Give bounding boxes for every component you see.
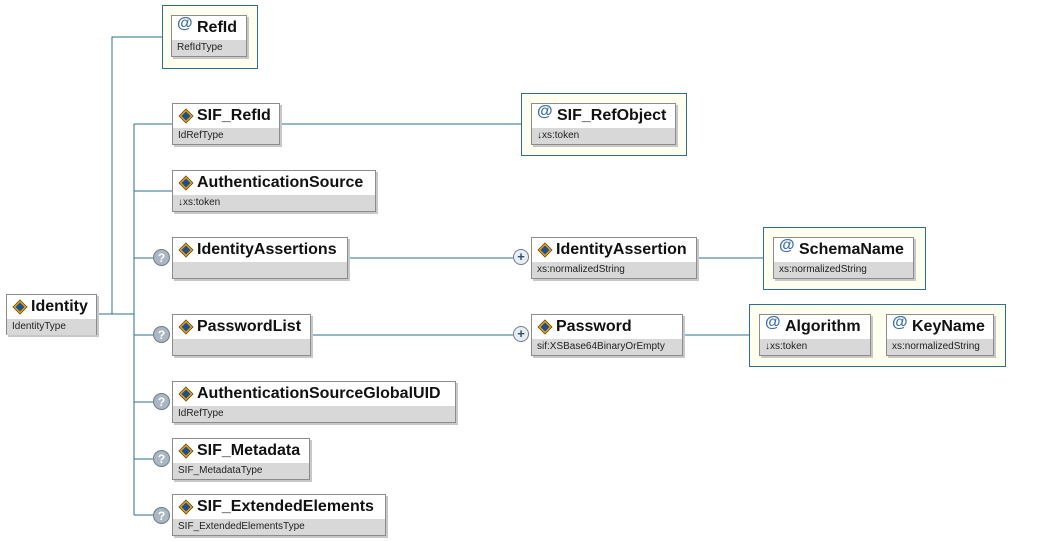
attribute-type: xs:normalizedString: [774, 262, 913, 278]
element-diamond-icon: [178, 319, 194, 335]
at-sign-icon: @: [779, 237, 795, 254]
at-sign-icon: @: [537, 103, 553, 120]
element-diamond-icon: [178, 443, 194, 459]
attribute-keyname[interactable]: @KeyName xs:normalizedString: [886, 314, 994, 356]
element-name: Identity: [31, 298, 88, 315]
element-authentication-source[interactable]: AuthenticationSource ↓xs:token: [172, 170, 376, 212]
attribute-name: RefId: [197, 19, 237, 36]
element-diamond-icon: [12, 299, 28, 315]
element-type: ↓xs:token: [173, 195, 375, 211]
attribute-name: SIF_RefObject: [557, 107, 667, 124]
at-sign-icon: @: [892, 314, 908, 331]
element-authentication-source-global-uid[interactable]: AuthenticationSourceGlobalUID IdRefType: [172, 381, 456, 423]
optional-badge-icon: ?: [153, 326, 170, 343]
attribute-type: ↓xs:token: [760, 339, 870, 355]
attribute-refid[interactable]: @RefId RefIdType: [171, 15, 247, 57]
element-identity-assertion[interactable]: IdentityAssertion xs:normalizedString: [531, 237, 697, 279]
element-sif-refid[interactable]: SIF_RefId IdRefType: [172, 103, 280, 145]
element-type: xs:normalizedString: [532, 262, 696, 278]
attribute-algorithm[interactable]: @Algorithm ↓xs:token: [759, 314, 871, 356]
attribute-type: ↓xs:token: [532, 128, 675, 144]
attribute-sif-refobject[interactable]: @SIF_RefObject ↓xs:token: [531, 103, 676, 145]
element-diamond-icon: [178, 242, 194, 258]
element-diamond-icon: [178, 108, 194, 124]
element-name: SIF_RefId: [197, 107, 271, 124]
element-diamond-icon: [537, 319, 553, 335]
attribute-name: SchemaName: [799, 241, 904, 258]
root-element-identity[interactable]: Identity IdentityType: [6, 294, 97, 335]
optional-badge-icon: ?: [153, 249, 170, 266]
optional-badge-icon: ?: [153, 393, 170, 410]
element-name: PasswordList: [197, 318, 302, 335]
element-name: SIF_Metadata: [197, 442, 301, 459]
optional-badge-icon: ?: [153, 450, 170, 467]
element-sif-extended-elements[interactable]: SIF_ExtendedElements SIF_ExtendedElement…: [172, 494, 386, 536]
element-type: IdRefType: [173, 406, 455, 422]
element-type: SIF_MetadataType: [173, 463, 309, 479]
expand-plus-icon[interactable]: +: [513, 249, 529, 265]
expand-plus-icon[interactable]: +: [513, 326, 529, 342]
element-name: IdentityAssertion: [556, 241, 687, 258]
attribute-name: KeyName: [912, 318, 985, 335]
element-diamond-icon: [178, 175, 194, 191]
attribute-name: Algorithm: [785, 318, 861, 335]
element-type: IdRefType: [173, 128, 279, 144]
attribute-type: RefIdType: [172, 40, 246, 56]
element-name: Password: [556, 318, 632, 335]
element-password[interactable]: Password sif:XSBase64BinaryOrEmpty: [531, 314, 683, 356]
element-type: SIF_ExtendedElementsType: [173, 519, 385, 535]
element-name: SIF_ExtendedElements: [197, 498, 374, 515]
element-diamond-icon: [537, 242, 553, 258]
element-name: AuthenticationSourceGlobalUID: [197, 385, 441, 402]
element-type: [173, 339, 310, 355]
element-diamond-icon: [178, 499, 194, 515]
element-type: sif:XSBase64BinaryOrEmpty: [532, 339, 682, 355]
attribute-type: xs:normalizedString: [887, 339, 993, 355]
element-name: IdentityAssertions: [197, 241, 337, 258]
element-sif-metadata[interactable]: SIF_Metadata SIF_MetadataType: [172, 438, 310, 480]
element-identity-assertions[interactable]: IdentityAssertions: [172, 237, 348, 279]
attribute-schemaname[interactable]: @SchemaName xs:normalizedString: [773, 237, 914, 279]
element-name: AuthenticationSource: [197, 174, 364, 191]
element-password-list[interactable]: PasswordList: [172, 314, 311, 356]
at-sign-icon: @: [765, 314, 781, 331]
element-diamond-icon: [178, 386, 194, 402]
optional-badge-icon: ?: [153, 507, 170, 524]
at-sign-icon: @: [177, 15, 193, 32]
element-type: [173, 262, 347, 278]
element-type: IdentityType: [7, 319, 96, 335]
